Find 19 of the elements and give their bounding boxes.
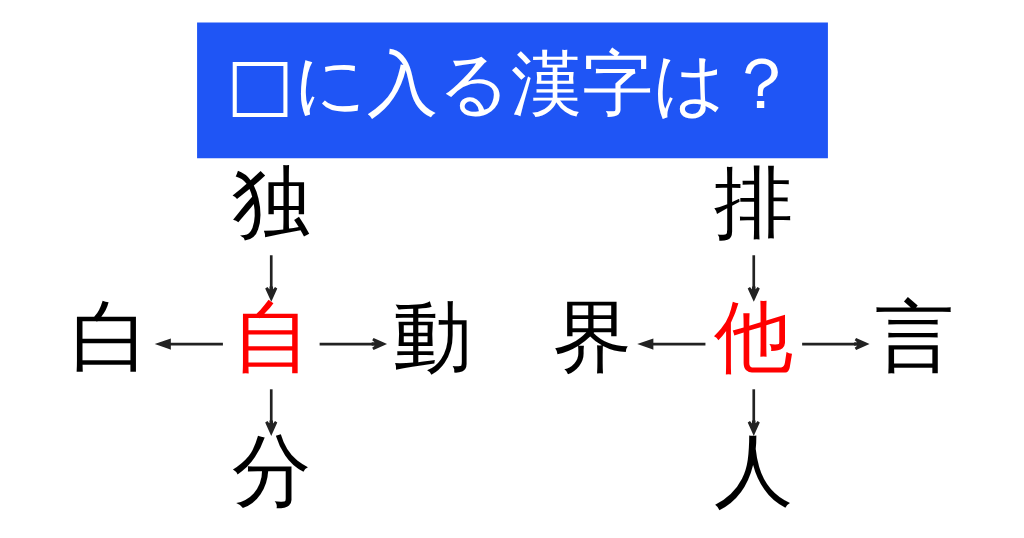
diagram-title: □に入る漢字は？ xyxy=(226,42,797,126)
arrow xyxy=(264,389,277,434)
arrow xyxy=(319,337,385,351)
node-text: 分 xyxy=(231,425,311,518)
arrow xyxy=(264,255,277,300)
arrow xyxy=(801,337,868,351)
node-text: 人 xyxy=(713,425,793,518)
node-text: 独 xyxy=(231,157,311,250)
node-text: 言 xyxy=(874,291,954,384)
node-text: 他 xyxy=(713,291,793,384)
arrow xyxy=(747,389,760,434)
node-text: 自 xyxy=(231,291,311,384)
arrow xyxy=(154,338,223,350)
arrow xyxy=(636,338,705,350)
node-text: 動 xyxy=(392,291,472,384)
node-text: 排 xyxy=(713,157,793,250)
node-text: 白 xyxy=(70,291,150,384)
node-text: 界 xyxy=(552,291,632,384)
arrow xyxy=(747,255,760,300)
